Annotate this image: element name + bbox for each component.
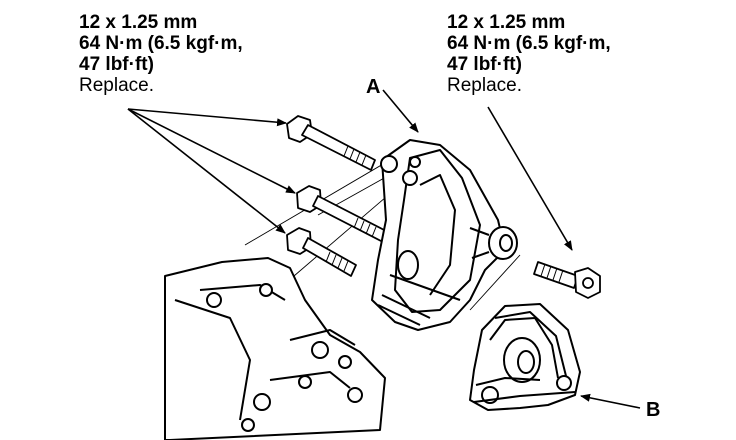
label-a: A [366, 76, 381, 98]
bolt-right [533, 261, 601, 299]
torque-spec-right: 12 x 1.25 mm 64 N·m (6.5 kgf·m, 47 lbf·f… [447, 12, 611, 96]
bolts-left [286, 115, 389, 277]
torque-ft-right: 47 lbf·ft) [447, 54, 522, 75]
mount-bracket [371, 139, 518, 331]
replace-note-right: Replace. [447, 75, 522, 96]
label-b: B [646, 399, 661, 421]
replace-note-left: Replace. [79, 75, 154, 96]
engine-mount [469, 303, 581, 411]
leader-lines [127, 89, 641, 409]
torque-value-left: 64 N·m (6.5 kgf·m, [79, 33, 243, 54]
bolt-size-left: 12 x 1.25 mm [79, 12, 198, 33]
torque-value-right: 64 N·m (6.5 kgf·m, [447, 33, 611, 54]
engine-block [164, 257, 386, 440]
torque-spec-left: 12 x 1.25 mm 64 N·m (6.5 kgf·m, 47 lbf·f… [79, 12, 243, 96]
bolt-size-right: 12 x 1.25 mm [447, 12, 566, 33]
torque-ft-left: 47 lbf·ft) [79, 54, 154, 75]
